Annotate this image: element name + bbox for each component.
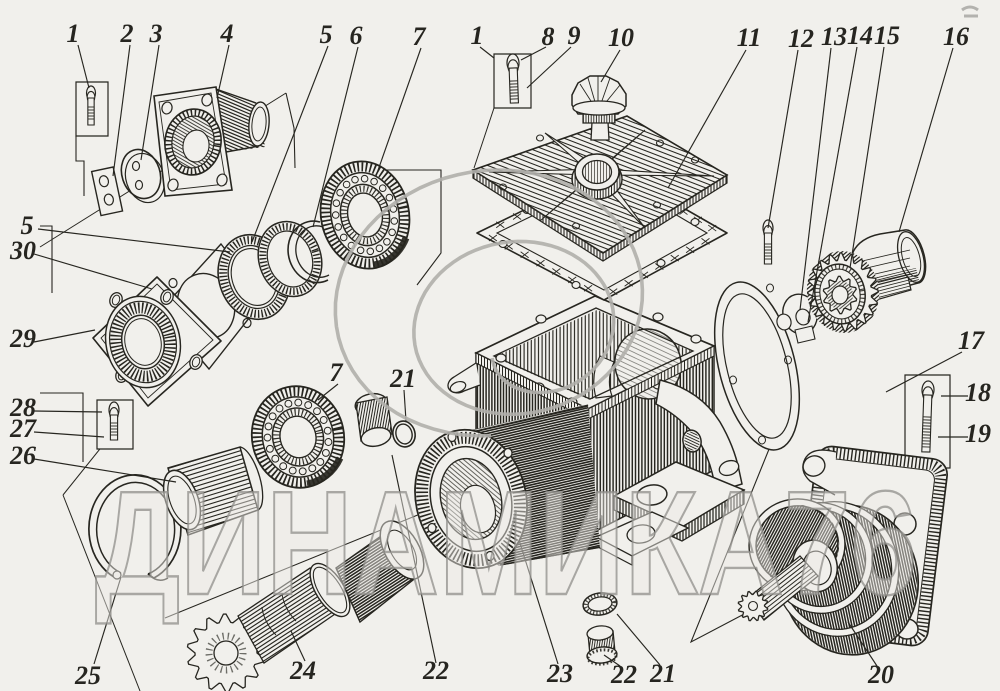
svg-text:10: 10 [608, 23, 634, 52]
svg-text:ДИНАМИКА76: ДИНАМИКА76 [95, 461, 917, 626]
svg-text:11: 11 [737, 23, 762, 52]
svg-text:3: 3 [149, 19, 163, 48]
svg-text:18: 18 [965, 378, 991, 407]
svg-text:22: 22 [422, 656, 449, 685]
svg-text:6: 6 [350, 21, 363, 50]
svg-text:1: 1 [471, 21, 484, 50]
svg-text:17: 17 [958, 326, 985, 355]
svg-text:1: 1 [67, 19, 80, 48]
svg-text:27: 27 [9, 414, 37, 443]
svg-text:21: 21 [649, 659, 676, 688]
svg-text:5: 5 [21, 211, 34, 240]
svg-text:7: 7 [413, 22, 427, 51]
svg-text:7: 7 [330, 358, 344, 387]
svg-text:2: 2 [120, 19, 134, 48]
svg-text:15: 15 [874, 21, 900, 50]
svg-text:16: 16 [943, 22, 969, 51]
svg-text:12: 12 [788, 24, 814, 53]
svg-text:28: 28 [9, 393, 36, 422]
svg-text:5: 5 [320, 20, 333, 49]
svg-text:26: 26 [9, 441, 36, 470]
svg-text:8: 8 [542, 22, 555, 51]
svg-text:25: 25 [74, 661, 101, 690]
svg-text:14: 14 [847, 21, 873, 50]
svg-text:24: 24 [289, 656, 316, 685]
svg-text:29: 29 [9, 324, 36, 353]
svg-text:9: 9 [568, 21, 581, 50]
svg-text:20: 20 [867, 660, 894, 689]
svg-text:4: 4 [220, 19, 234, 48]
svg-text:23: 23 [546, 659, 573, 688]
svg-text:21: 21 [389, 364, 416, 393]
svg-text:19: 19 [965, 419, 991, 448]
svg-text:22: 22 [610, 660, 637, 689]
svg-text:30: 30 [9, 236, 36, 265]
svg-text:13: 13 [821, 22, 847, 51]
